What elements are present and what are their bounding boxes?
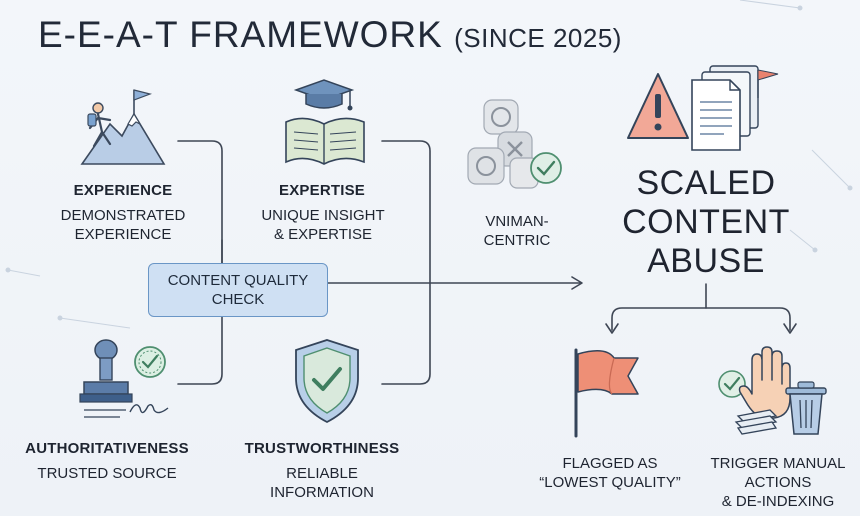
experience-desc-line2: EXPERIENCE [74,226,172,243]
trustworthiness-desc-line1: RELIABLE [286,465,358,482]
graduation-book-icon [285,79,365,165]
expertise-title: EXPERTISE [279,182,365,199]
expertise-desc: UNIQUE INSIGHT & EXPERTISE [240,206,406,244]
authoritativeness-desc: TRUSTED SOURCE [24,464,190,483]
expertise-desc-line1: UNIQUE INSIGHT [261,207,385,224]
check-line1: CONTENT QUALITY [167,272,309,289]
authoritativeness-title: AUTHORITATIVENESS [25,440,189,457]
title-sub: (SINCE 2025) [454,23,622,53]
flagged-label: FLAGGED AS “LOWEST QUALITY” [520,454,700,492]
ai-logo-cluster-icon [467,99,562,189]
title-main: E-E-A-T FRAMEWORK [38,14,443,55]
stamp-seal-icon [79,339,169,418]
abuse-line1: SCALED [636,164,776,202]
trigger-line2: ACTIONS [744,474,812,491]
trigger-line1: TRIGGER MANUAL [710,455,846,472]
red-flag-icon [574,348,639,438]
content-quality-check-box: CONTENT QUALITY CHECK [148,263,328,317]
trustworthiness-desc-line2: INFORMATION [270,484,374,501]
authoritativeness-desc-line1: TRUSTED SOURCE [37,465,177,482]
hand-trash-icon [718,346,827,435]
human-centric-line1: VNIMAN- [485,213,549,230]
experience-desc: DEMONSTRATED EXPERIENCE [38,206,208,244]
check-line2: CHECK [211,291,265,308]
warning-documents-icon [627,65,779,151]
scaled-content-abuse-label: SCALED CONTENT ABUSE [606,164,806,281]
mountain-climber-icon [80,89,166,165]
flagged-line2: “LOWEST QUALITY” [539,474,681,491]
experience-title: EXPERIENCE [73,182,173,199]
trustworthiness-title: TRUSTWORTHINESS [244,440,400,457]
human-centric-label: VNIMAN- CENTRIC [462,212,572,250]
human-centric-line2: CENTRIC [483,232,551,249]
expertise-desc-line2: & EXPERTISE [273,226,373,243]
abuse-line3: ABUSE [647,242,765,280]
flagged-line1: FLAGGED AS [562,455,658,472]
trigger-label: TRIGGER MANUAL ACTIONS & DE-INDEXING [696,454,860,511]
abuse-line2: CONTENT [622,203,790,241]
shield-check-icon [295,339,359,424]
trigger-line3: & DE-INDEXING [721,493,835,510]
experience-desc-line1: DEMONSTRATED [60,207,186,224]
trustworthiness-desc: RELIABLE INFORMATION [240,464,404,502]
page-title: E-E-A-T FRAMEWORK (SINCE 2025) [38,14,622,56]
